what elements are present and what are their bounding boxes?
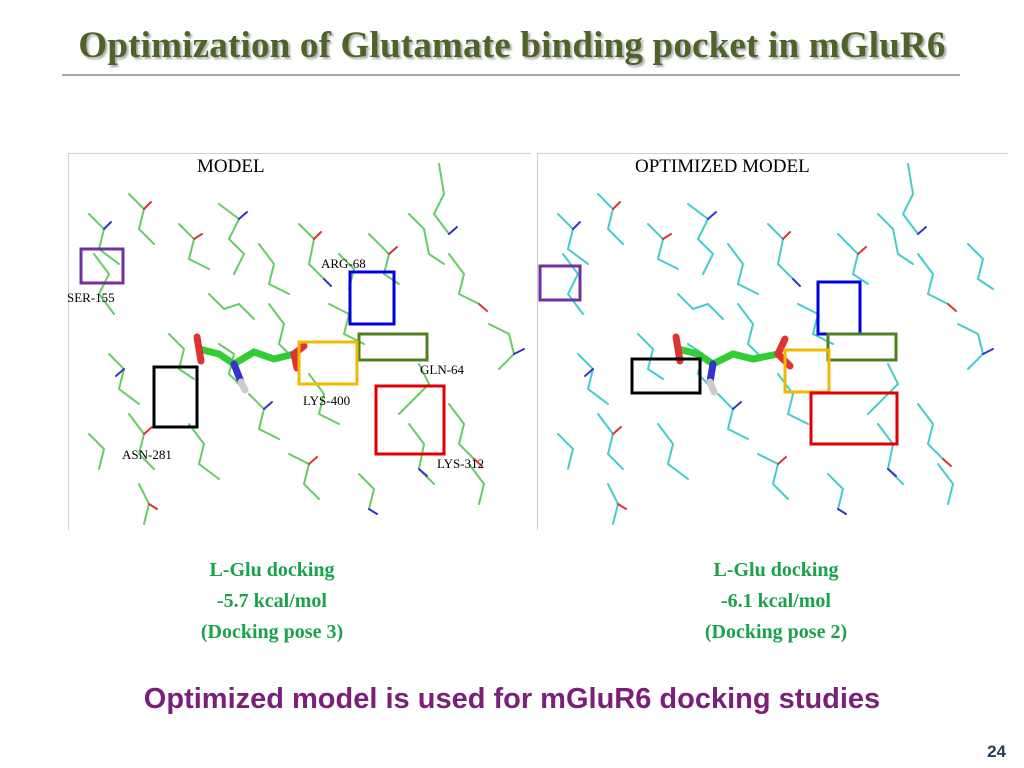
ligand-l-glu [672,333,794,396]
asn281-highlight-box [630,357,702,395]
protein-sticks [557,163,994,525]
asn281-highlight-box [152,365,199,429]
residue-label-ser155: SER-155 [67,290,115,305]
lys312-highlight-box [374,384,446,456]
arg68-highlight-box [816,280,862,336]
oxygen-atoms [143,201,488,510]
optimized-docking-caption: L-Glu docking -6.1 kcal/mol (Docking pos… [626,555,926,648]
model-structure-image [79,163,525,525]
model-caption-title: L-Glu docking [209,559,335,581]
residue-label-lys400: LYS-400 [303,393,351,408]
ligand-l-glu [193,333,308,394]
nitrogen-atoms [103,211,525,515]
conclusion-text: Optimized model is used for mGluR6 docki… [143,683,881,715]
optimized-structure-image [538,163,994,525]
ser155-highlight-box [538,264,582,302]
residue-label-asn281: ASN-281 [122,447,172,462]
gln64-highlight-box [826,332,898,362]
lys312-highlight-box [809,391,899,446]
slide-title: Optimization of Glutamate binding pocket… [78,25,946,66]
model-caption-energy: -5.7 kcal/mol [217,590,327,612]
model-panel-label: MODEL [197,156,265,177]
optimized-caption-title: L-Glu docking [713,559,839,581]
model-docking-caption: L-Glu docking -5.7 kcal/mol (Docking pos… [122,555,422,648]
slide-number: 24 [987,742,1006,761]
optimized-structure-panel: OPTIMIZED MODEL [537,153,1008,530]
arg68-highlight-box [348,270,396,326]
optimized-caption-pose: (Docking pose 2) [704,621,848,643]
oxygen-atoms [612,201,957,510]
residue-label-gln64: GLN-64 [420,362,465,377]
optimized-panel-label: OPTIMIZED MODEL [635,156,810,177]
residue-label-arg68: ARG-68 [321,256,366,271]
nitrogen-atoms [572,211,994,515]
lys400-highlight-box [297,340,359,386]
model-caption-pose: (Docking pose 3) [200,621,344,643]
gln64-highlight-box [357,332,429,362]
model-structure-panel: MODEL [68,153,531,530]
residue-label-lys312: LYS-312 [437,456,485,471]
optimized-caption-energy: -6.1 kcal/mol [721,590,831,612]
lys400-highlight-box [783,348,831,394]
title-underline [62,74,960,76]
ser155-highlight-box [79,247,125,285]
